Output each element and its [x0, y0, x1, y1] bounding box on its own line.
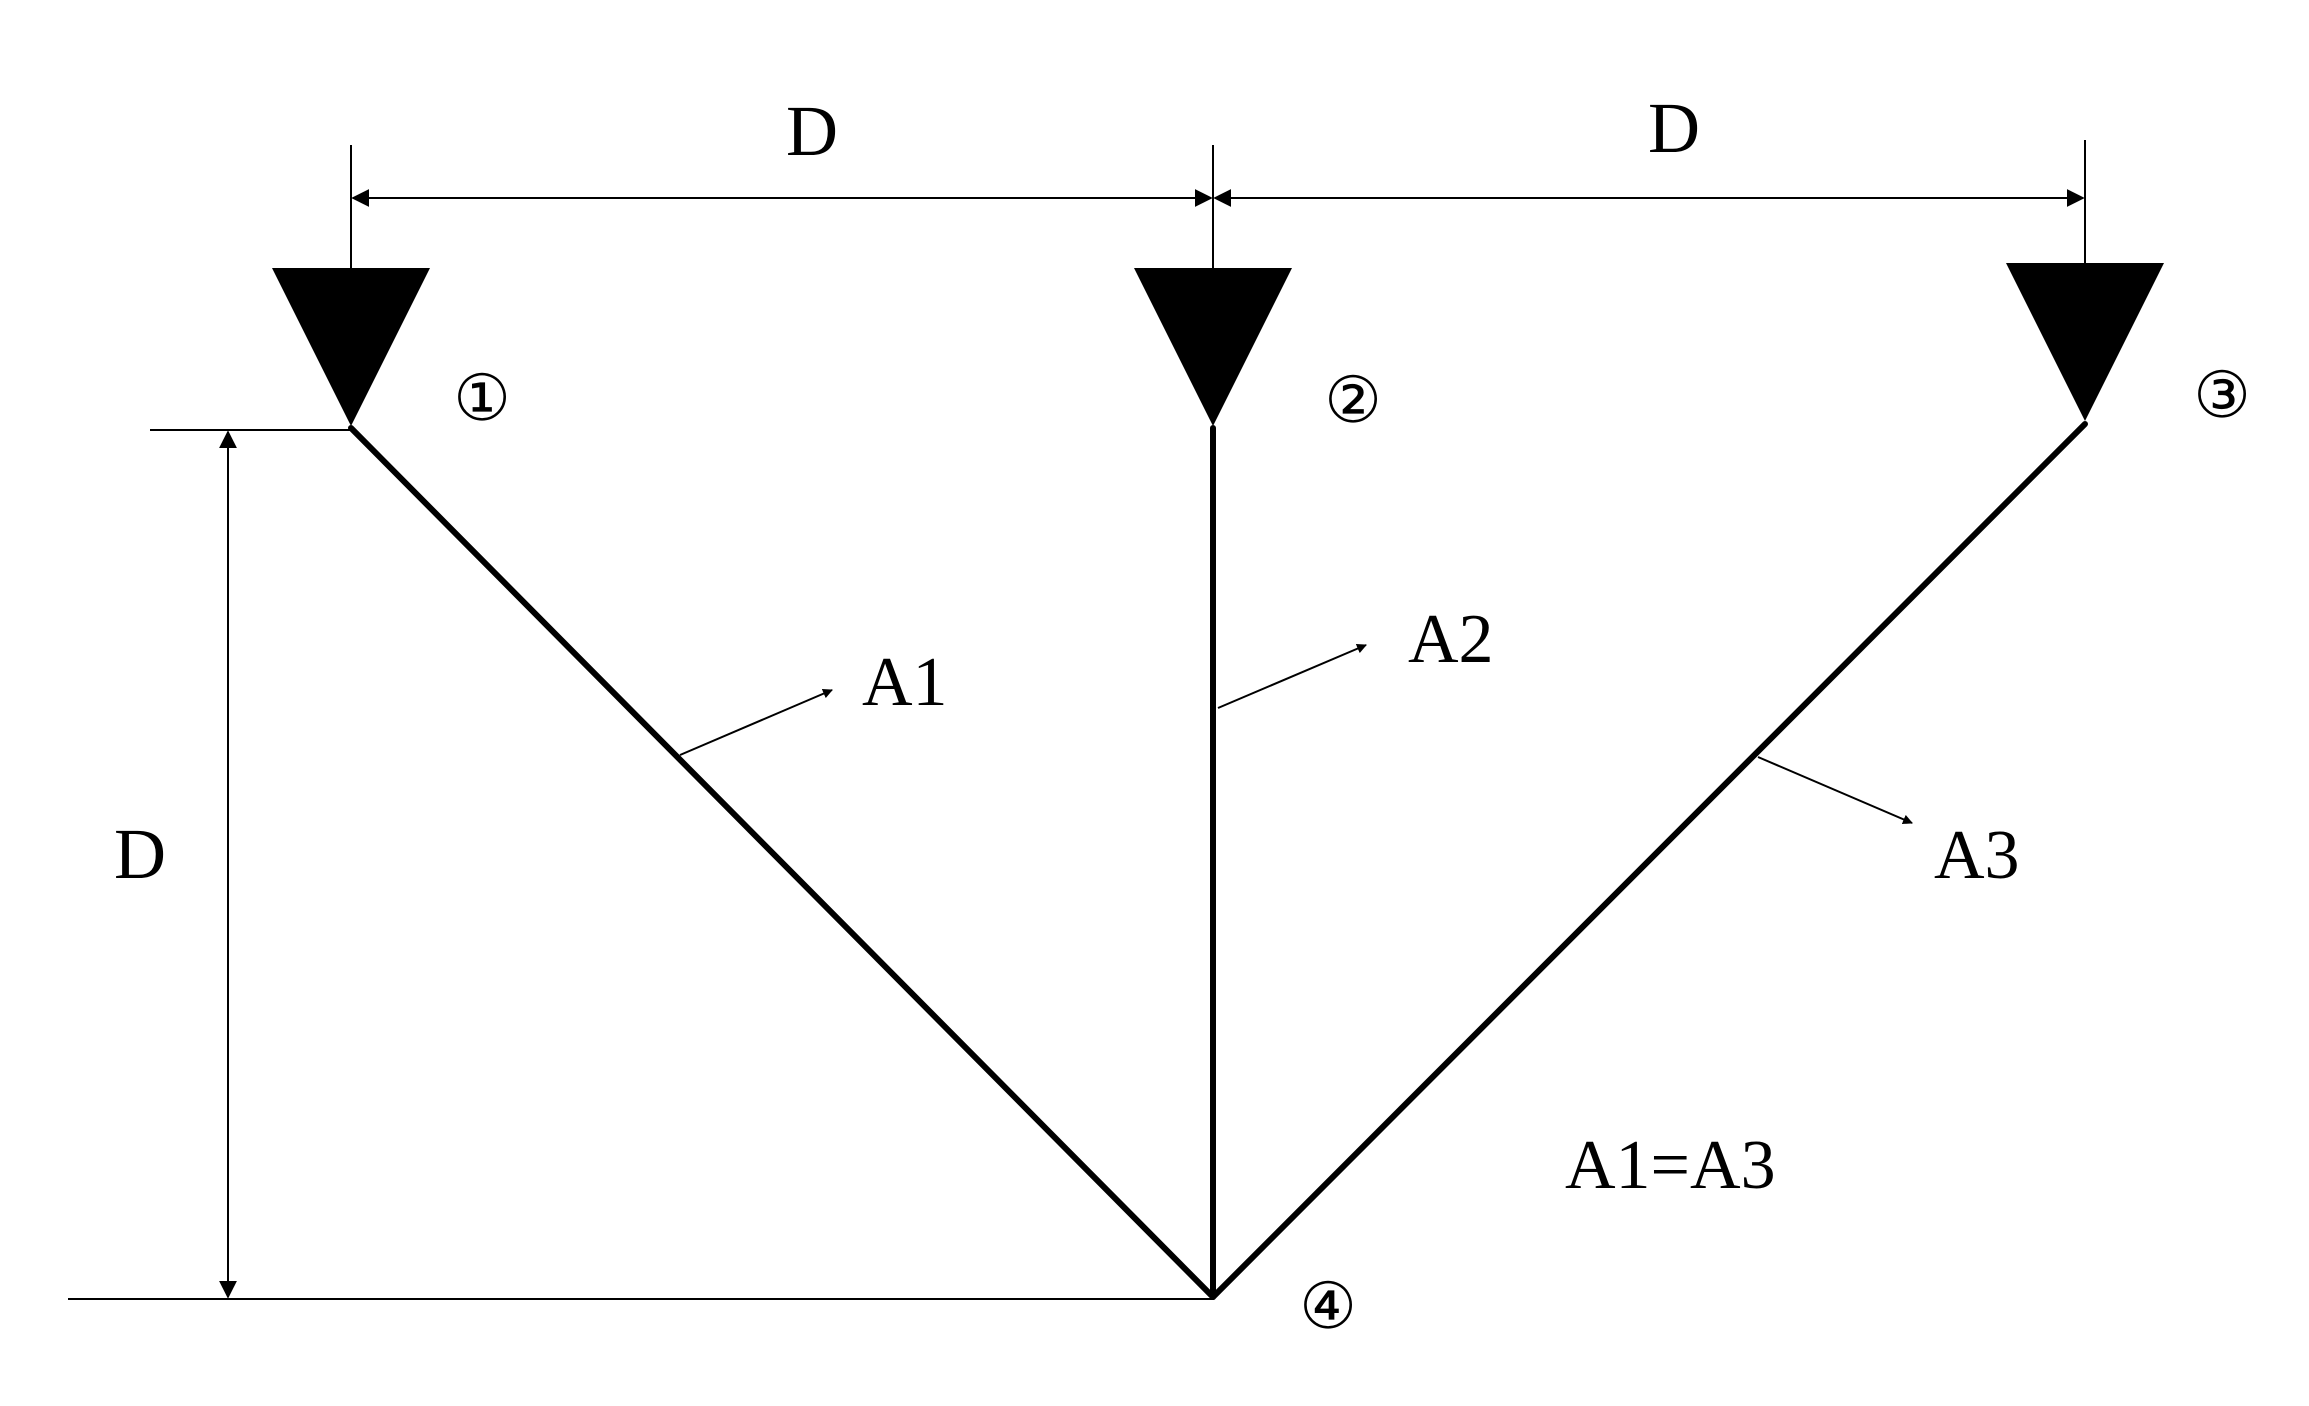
- leader-a3: [1757, 756, 1913, 825]
- node-label-4: ④: [1299, 1271, 1356, 1342]
- node-label-2: ②: [1324, 365, 1381, 436]
- member-label-a1: A1: [862, 644, 948, 721]
- support-node-3: [2006, 263, 2164, 421]
- node-label-1: ①: [453, 363, 510, 434]
- leader-a1: [679, 688, 833, 756]
- member-a1: [348, 425, 1216, 1300]
- dimension-label-span-right: D: [1648, 88, 1700, 168]
- member-a3: [1210, 421, 2088, 1300]
- leader-a2: [1217, 643, 1367, 709]
- member-label-a2: A2: [1408, 601, 1494, 678]
- node-label-3: ③: [2193, 360, 2250, 431]
- support-node-1: [272, 268, 430, 426]
- support-node-2: [1134, 268, 1292, 426]
- dimension-label-span-left: D: [786, 91, 838, 171]
- dimension-label-height: D: [114, 814, 166, 894]
- member-label-a3: A3: [1934, 817, 2020, 894]
- area-equality-note: A1=A3: [1565, 1127, 1776, 1204]
